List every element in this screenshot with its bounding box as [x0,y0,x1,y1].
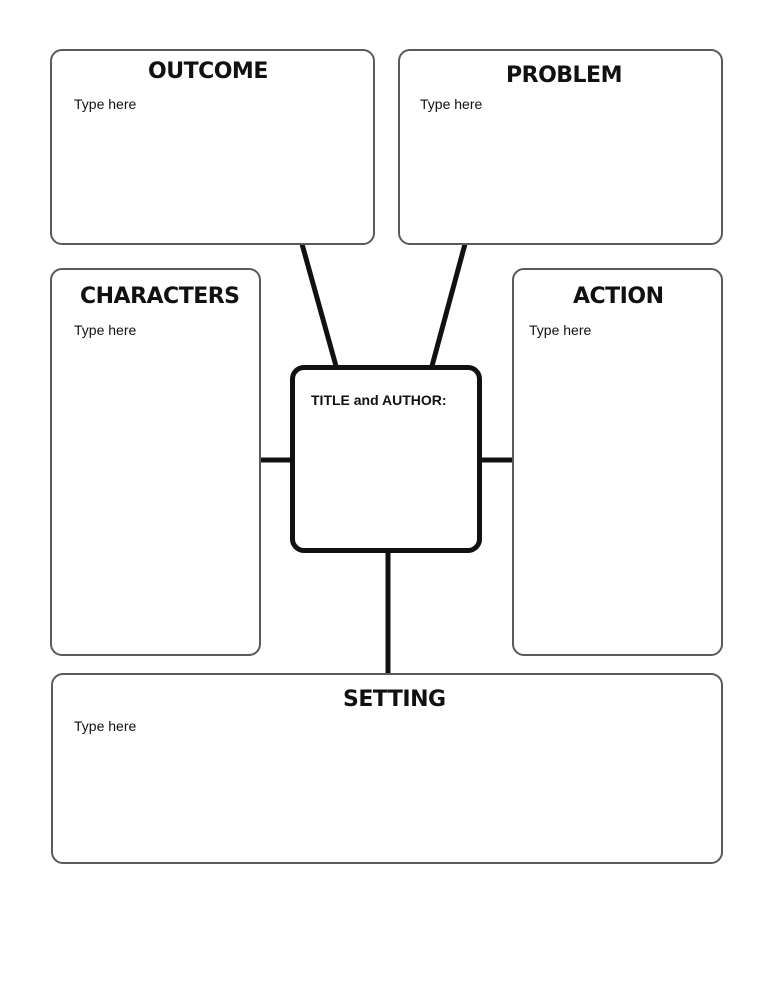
outcome-box: OUTCOME Type here [50,49,375,245]
problem-text-field[interactable]: Type here [420,96,483,112]
title-author-box: TITLE and AUTHOR: [290,365,482,553]
characters-text-field[interactable]: Type here [74,322,137,338]
characters-heading: CHARACTERS [80,284,240,309]
connector-problem [429,243,468,367]
problem-heading: PROBLEM [506,63,622,88]
problem-box: PROBLEM Type here [398,49,723,245]
title-author-label[interactable]: TITLE and AUTHOR: [311,392,447,408]
action-heading: ACTION [573,284,664,309]
action-text-field[interactable]: Type here [529,322,592,338]
setting-heading: SETTING [343,687,446,712]
setting-box: SETTING Type here [51,673,723,864]
action-box: ACTION Type here [512,268,723,656]
setting-text-field[interactable]: Type here [74,718,137,734]
outcome-text-field[interactable]: Type here [74,96,137,112]
characters-box: CHARACTERS Type here [50,268,261,656]
outcome-heading: OUTCOME [148,59,268,84]
connector-outcome [299,243,339,367]
